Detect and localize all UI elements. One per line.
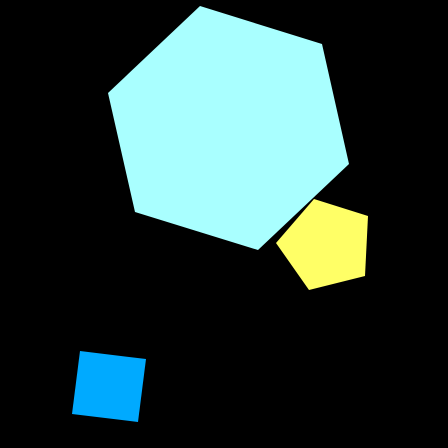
cyan-hexagon xyxy=(108,6,349,250)
yellow-pentagon xyxy=(276,199,368,290)
blue-square xyxy=(72,351,146,422)
